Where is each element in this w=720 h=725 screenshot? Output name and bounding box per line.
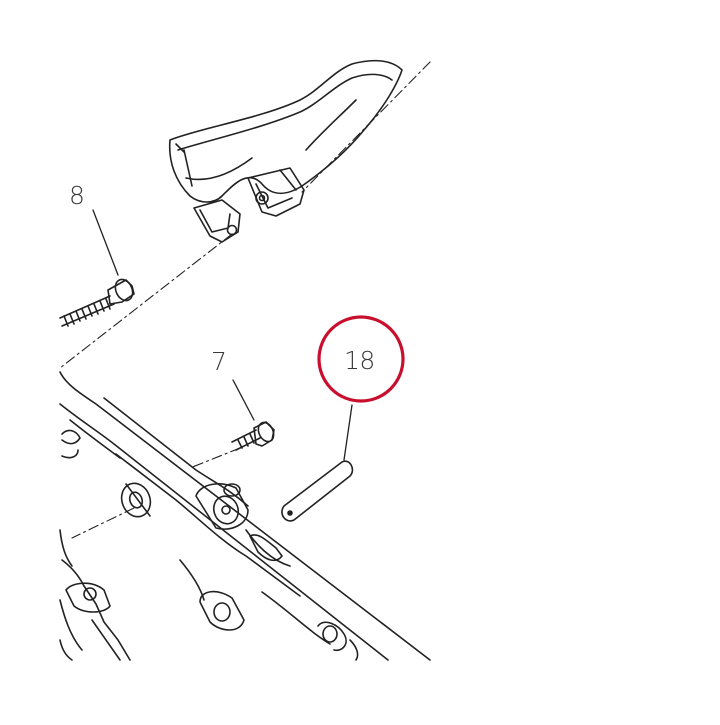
- callout-label-8: 8: [69, 181, 85, 210]
- leader-lines: [92, 209, 353, 461]
- bolt-part-8: [59, 278, 135, 327]
- centre-lines: [59, 61, 431, 539]
- label-plate-part-18: [281, 460, 354, 522]
- callout-label-18: 18: [344, 346, 375, 375]
- frame-bracket: [59, 371, 431, 661]
- callout-label-7: 7: [211, 347, 227, 376]
- bolt-part-7: [231, 421, 275, 451]
- highlight-circle: [317, 315, 405, 403]
- grab-handle: [168, 59, 403, 243]
